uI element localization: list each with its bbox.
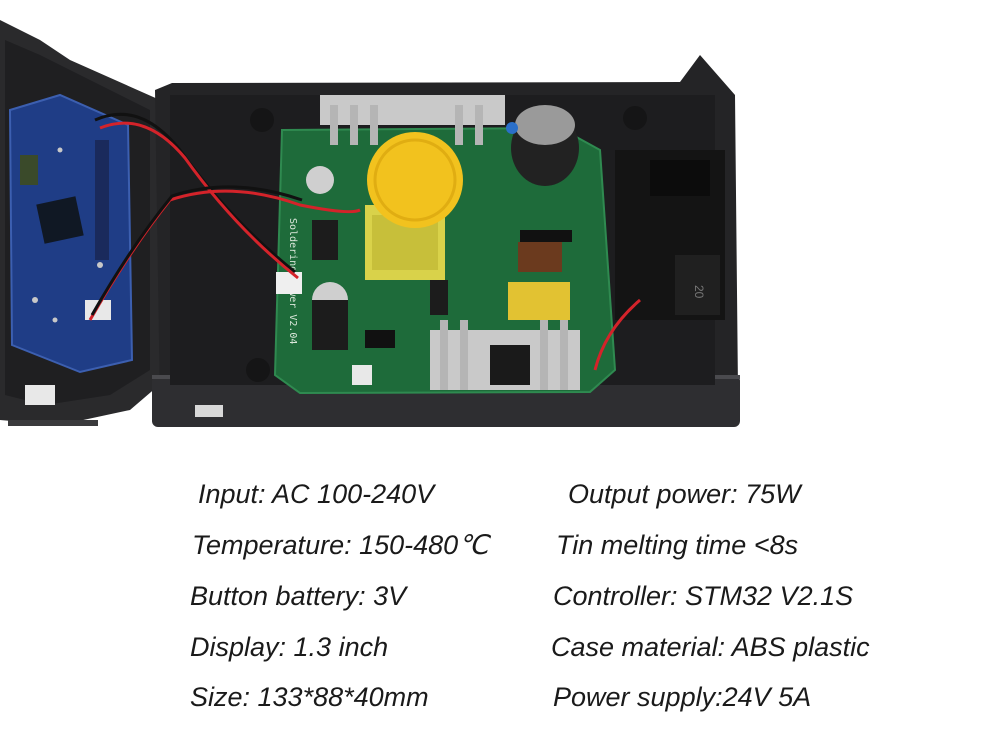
display-controller-board (8, 93, 134, 374)
film-capacitor (508, 282, 570, 320)
wires (88, 112, 641, 371)
spec-input: Input: AC 100-240V (198, 479, 435, 509)
capacitors (306, 105, 579, 350)
spec-temperature: Temperature: 150-480℃ (192, 530, 489, 560)
connector (276, 272, 302, 294)
spec-output-power: Output power: 75W (568, 479, 801, 509)
opened-lid (0, 20, 165, 426)
power-pcb: Soldering Power V2.04 (273, 95, 725, 395)
heatsink-top (320, 95, 505, 145)
inductor (518, 242, 562, 272)
spec-tin-melting-time: Tin melting time <8s (556, 530, 799, 560)
spec-button-battery: Button battery: 3V (190, 581, 407, 611)
spec-controller: Controller: STM32 V2.1S (553, 581, 854, 611)
spec-power-supply: Power supply:24V 5A (553, 682, 812, 712)
ac-inlet: 20 (615, 150, 725, 320)
spec-case-material: Case material: ABS plastic (551, 632, 870, 662)
spec-size: Size: 133*88*40mm (190, 682, 429, 712)
spec-display: Display: 1.3 inch (190, 632, 389, 662)
coin-battery (367, 132, 463, 228)
inlet-rating-label: 20 (692, 285, 706, 299)
product-photo: Soldering Power V2.04 (0, 20, 740, 427)
heatsink-bottom (430, 320, 580, 390)
